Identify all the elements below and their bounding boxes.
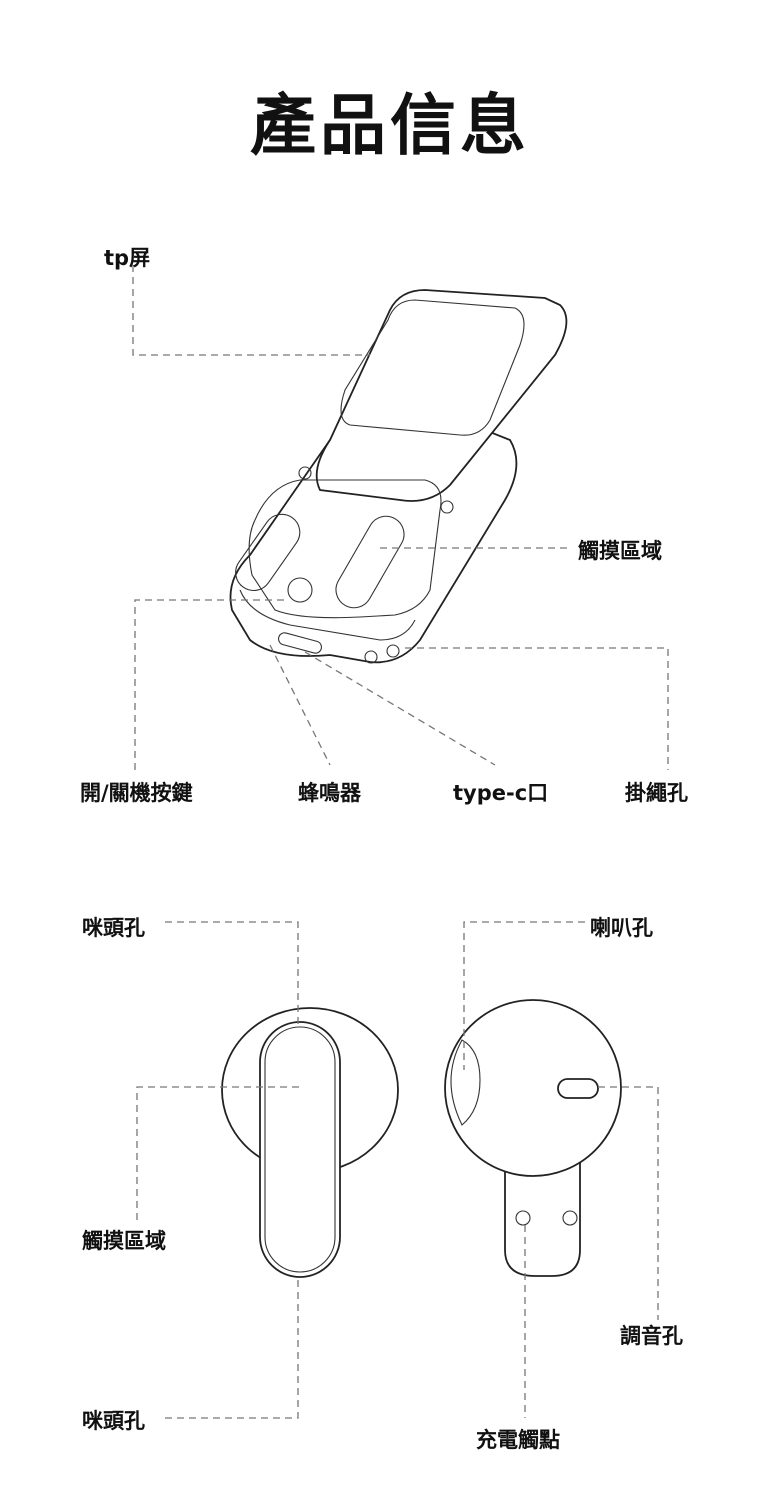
earbud-front-drawing	[221, 1007, 399, 1278]
label-mic-hole-bottom: 咪頭孔	[82, 1409, 145, 1433]
label-tuning-hole: 調音孔	[620, 1324, 683, 1348]
label-speaker-hole: 喇叭孔	[590, 916, 653, 940]
label-tp-screen: tp屏	[104, 246, 151, 270]
label-type-c-port: type-c口	[453, 781, 549, 805]
tp-screen	[340, 299, 525, 436]
label-earbud-touch-area: 觸摸區域	[82, 1229, 166, 1253]
label-mic-hole-top: 咪頭孔	[82, 916, 145, 940]
label-power-button: 開/關機按鍵	[80, 781, 193, 805]
page-title: 產品信息	[250, 87, 530, 164]
charging-case-drawing	[229, 289, 568, 664]
label-case-touch-area: 觸摸區域	[578, 539, 662, 563]
label-buzzer: 蜂鳴器	[298, 781, 361, 805]
label-charging-contacts: 充電觸點	[476, 1428, 560, 1452]
label-lanyard-hole: 掛繩孔	[625, 781, 688, 805]
earbud-back-drawing	[444, 999, 622, 1277]
